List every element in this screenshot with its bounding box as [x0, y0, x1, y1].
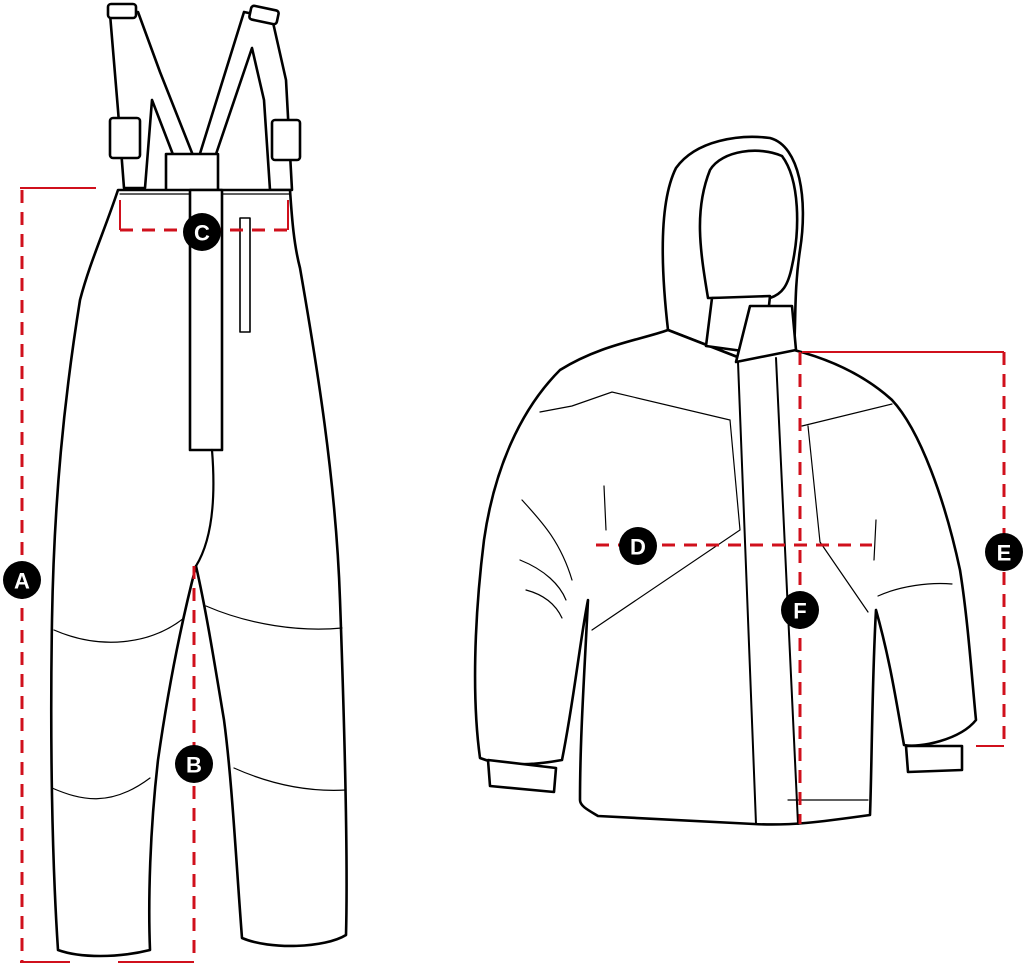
marker-e-label: E — [997, 541, 1012, 566]
right-suspender-buckle — [270, 118, 302, 162]
marker-e: E — [985, 533, 1023, 571]
jacket-right-cuff — [904, 744, 964, 774]
marker-a: A — [3, 561, 41, 599]
marker-b: B — [175, 745, 213, 783]
marker-b-label: B — [186, 753, 202, 778]
jacket-left-sleeve-wrinkle-3 — [525, 589, 563, 619]
jacket-left-sleeve-wrinkle-2 — [519, 559, 567, 601]
bib-pants-drawing — [49, 2, 348, 958]
marker-f-label: F — [793, 599, 806, 624]
marker-e-circle — [985, 533, 1023, 571]
jacket-right-yoke-seam — [801, 403, 893, 427]
marker-d: D — [619, 527, 657, 565]
marker-c-label: C — [194, 221, 210, 246]
marker-c-circle — [183, 213, 221, 251]
marker-a-label: A — [14, 569, 30, 594]
left-knee-seam-upper — [53, 617, 185, 643]
jacket-collar-right — [734, 304, 798, 364]
pants-crotch-seam — [194, 448, 215, 568]
right-knee-seam-upper — [205, 605, 343, 630]
marker-a-circle — [3, 561, 41, 599]
marker-b-circle — [175, 745, 213, 783]
jacket-right-sleeve-wrinkle-1 — [877, 582, 953, 597]
marker-c: C — [183, 213, 221, 251]
back-bib-tab — [164, 152, 220, 196]
jacket-drawing — [473, 135, 978, 826]
right-suspender-top-tab — [248, 4, 280, 26]
jacket-hood-opening — [698, 149, 799, 300]
marker-d-circle — [619, 527, 657, 565]
left-suspender-top-tab — [106, 2, 138, 20]
jacket-left-sleeve-wrinkle-1 — [521, 499, 573, 581]
right-knee-seam-lower — [233, 767, 347, 791]
marker-f-circle — [781, 591, 819, 629]
jacket-right-sleeve-wrinkle-2 — [873, 519, 877, 561]
pants-chest-pocket — [239, 217, 251, 333]
jacket-left-yoke-seam — [539, 391, 741, 631]
left-suspender-buckle — [108, 116, 142, 160]
jacket-left-sleeve-wrinkle-4 — [603, 485, 607, 531]
marker-f: F — [781, 591, 819, 629]
jacket-body — [473, 328, 978, 826]
jacket-right-pocket-seam — [807, 425, 869, 613]
jacket-zipper-placket — [737, 357, 799, 825]
jacket-left-cuff — [486, 758, 558, 794]
marker-d-label: D — [630, 535, 646, 560]
left-knee-seam-lower — [51, 777, 151, 800]
